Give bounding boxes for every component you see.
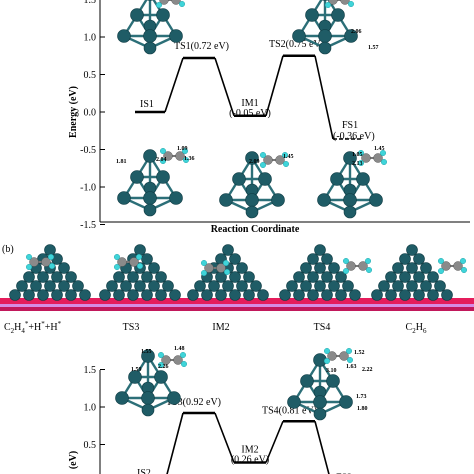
bottom-energy-profile: IS2 TS3(0.92 eV) IM2(0.26 eV) TS4(0.81 eV) F… [137, 397, 352, 474]
y-tick-label: 1.5 [84, 365, 97, 376]
bond-label: 1.55 [141, 349, 152, 355]
bottom-energy-panel: 1.5 1.0 0.5 (eV) IS2 TS3(0.92 eV) IM2(0.26 e… [68, 346, 373, 474]
panel-b-state-5: C2H6 [406, 322, 427, 335]
energy-connector [314, 421, 330, 474]
panel-b: (b) C2H4*+H*+H* TS3 IM2 TS4 C2H6 [0, 244, 474, 335]
bond-label: 1.59 [131, 367, 142, 373]
energy-connector [265, 420, 284, 463]
bond-label: 1.63 [346, 364, 357, 370]
energy-connector [314, 55, 334, 140]
energy-connector [265, 55, 284, 116]
bond-label: 1.81 [116, 159, 127, 165]
state-label: IS1 [140, 99, 154, 110]
state-label: TS1(0.72 eV) [174, 41, 229, 52]
bond-label: 1.45 [374, 146, 385, 152]
bond-label: 1.09 [177, 146, 188, 152]
bond-label: 2.09 [249, 159, 260, 165]
bond-label: 1.36 [184, 156, 195, 162]
state-label: FS2 [336, 473, 352, 474]
y-tick-label: 0.5 [84, 70, 97, 81]
bond-label: 2.06 [351, 29, 362, 35]
top-energy-profile: IS1 TS1(0.72 eV) IM1(-0.05 eV) TS2(0.75 eV)… [135, 39, 375, 142]
energy-connector [214, 57, 235, 117]
bond-label: 1.52 [354, 350, 365, 356]
panel-b-state-3: IM2 [212, 322, 229, 333]
y-tick-label: 0.5 [84, 440, 97, 451]
y-tick-label: 1.0 [84, 33, 97, 44]
bond-label: 1.73 [356, 394, 367, 400]
bond-label: 2.04 [156, 157, 167, 163]
y-tick-label: 0.0 [84, 108, 97, 119]
state-label: TS4(0.81 eV) [262, 405, 317, 416]
panel-b-state-4: TS4 [314, 322, 331, 333]
energy-connector [164, 57, 184, 113]
state-label: TS3(0.92 eV) [166, 397, 221, 408]
state-label: IM1 [241, 98, 258, 109]
energy-connector [214, 412, 235, 463]
state-value-label: (-0.36 eV) [333, 131, 375, 142]
bond-label: 1.57 [368, 45, 379, 51]
state-label: IM2 [241, 445, 258, 456]
bond-label: 2.26 [158, 364, 169, 370]
state-label: IS2 [137, 468, 151, 474]
energy-connector [166, 412, 184, 474]
bond-label: 3.10 [326, 368, 337, 374]
bottom-ylabel: (eV) [68, 451, 79, 469]
top-ylabel: Energy (eV) [68, 86, 79, 138]
bond-label: 1.48 [174, 346, 185, 352]
structure-im1-low [116, 147, 190, 218]
y-tick-label: 1.5 [84, 0, 97, 6]
top-energy-panel: 1.5 1.0 0.5 0.0 -0.5 -1.0 -1.5 Energy (eV) Rea… [68, 0, 470, 235]
panel-b-state-2: TS3 [123, 322, 140, 333]
bond-label: 1.80 [357, 406, 368, 412]
state-value-label: (-0.05 eV) [229, 108, 271, 119]
bond-label: 1.45 [283, 154, 294, 160]
panel-b-state-1: C2H4*+H*+H* [4, 320, 62, 335]
bond-label: 2.13 [352, 161, 363, 167]
panel-b-label: (b) [2, 244, 14, 255]
bottom-y-ticks: 1.5 1.0 0.5 [84, 365, 105, 451]
bond-label: 1.05 [352, 152, 363, 158]
y-tick-label: -0.5 [80, 145, 96, 156]
top-xlabel: Reaction Coordinate [211, 224, 300, 235]
top-y-ticks: 1.5 1.0 0.5 0.0 -0.5 -1.0 -1.5 [80, 0, 105, 231]
state-value-label: (0.26 eV) [231, 455, 269, 466]
state-label: FS1 [342, 120, 358, 131]
y-tick-label: 1.0 [84, 403, 97, 414]
bond-label: 2.22 [362, 367, 373, 373]
state-label: TS2(0.75 eV) [269, 39, 324, 50]
y-tick-label: -1.0 [80, 183, 96, 194]
y-tick-label: -1.5 [80, 220, 96, 231]
